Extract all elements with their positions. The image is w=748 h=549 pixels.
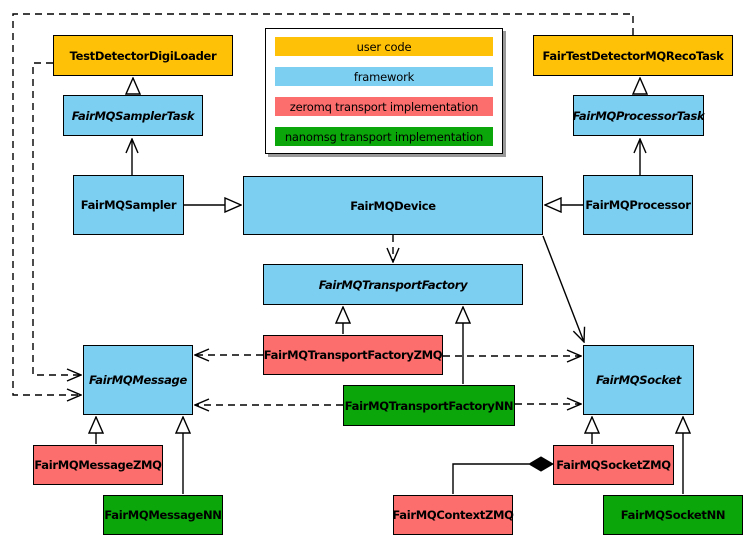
node-fairmqtransportfactoryzmq: FairMQTransportFactoryZMQ (263, 335, 443, 375)
node-fairtestdetectormqrecotask: FairTestDetectorMQRecoTask (533, 35, 733, 76)
node-fairmqmessagezmq: FairMQMessageZMQ (33, 445, 163, 485)
legend-item-nanomsg: nanomsg transport implementation (275, 127, 493, 146)
node-fairmqmessagenn: FairMQMessageNN (103, 495, 223, 535)
node-fairmqsocket: FairMQSocket (583, 345, 694, 415)
legend-item-zeromq: zeromq transport implementation (275, 97, 493, 116)
legend-item-framework: framework (275, 67, 493, 86)
legend-item-user-code: user code (275, 37, 493, 56)
node-fairmqsamplertask: FairMQSamplerTask (63, 95, 203, 136)
node-fairmqsampler: FairMQSampler (73, 175, 184, 235)
edge-contextzmq-to-socketzmq (452, 463, 529, 494)
composition-diamond-icon (528, 456, 554, 472)
node-fairmqdevice: FairMQDevice (243, 176, 543, 235)
edge-device-to-socket (542, 235, 584, 342)
node-fairmqsocketzmq: FairMQSocketZMQ (553, 445, 674, 485)
node-fairmqcontextzmq: FairMQContextZMQ (392, 495, 514, 535)
node-fairmqtransportfactory: FairMQTransportFactory (263, 264, 523, 305)
node-fairmqsocketnn: FairMQSocketNN (603, 495, 743, 535)
node-fairmqprocessor: FairMQProcessor (583, 175, 693, 235)
legend: user code framework zeromq transport imp… (265, 28, 503, 154)
node-fairmqtransportfactorynn: FairMQTransportFactoryNN (343, 385, 515, 426)
node-fairmqmessage: FairMQMessage (83, 345, 193, 415)
node-fairmqprocessortask: FairMQProcessorTask (573, 95, 705, 136)
node-testdetectordigiloader: TestDetectorDigiLoader (53, 35, 233, 76)
